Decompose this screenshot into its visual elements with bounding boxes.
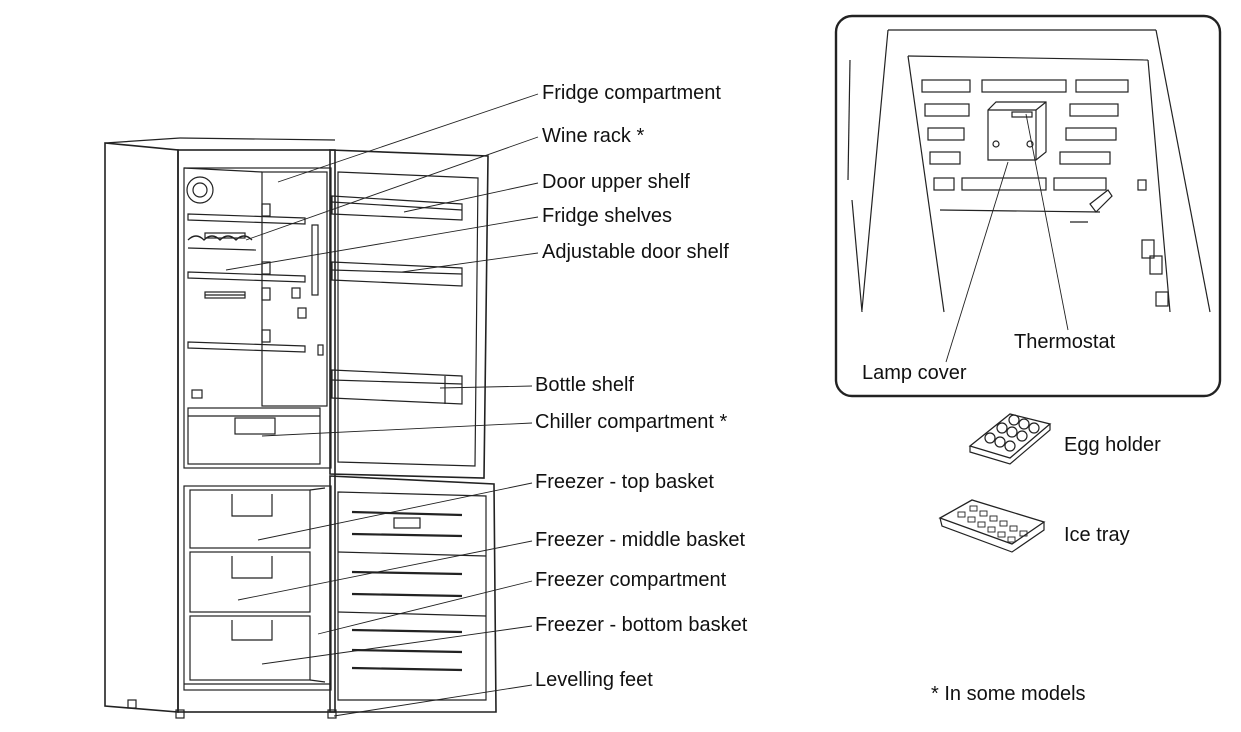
ice-tray-drawing (938, 499, 1046, 553)
footnote: * In some models (931, 683, 1086, 705)
label-fridge-compartment: Fridge compartment (542, 82, 721, 104)
label-freezer-compartment: Freezer compartment (535, 569, 727, 591)
fridge-door (329, 149, 489, 479)
label-door-upper-shelf: Door upper shelf (542, 171, 690, 193)
label-wine-rack: Wine rack * (542, 125, 645, 147)
fridge-cabinet (104, 137, 337, 719)
freezer-door (329, 475, 497, 713)
label-egg-holder: Egg holder (1064, 434, 1161, 456)
label-thermostat: Thermostat (1014, 331, 1116, 353)
label-fridge-shelves: Fridge shelves (542, 205, 673, 227)
label-freezer-middle-basket: Freezer - middle basket (535, 529, 746, 551)
leader-lines (225, 93, 539, 717)
label-levelling-feet: Levelling feet (535, 669, 653, 691)
inset-interior-view (834, 14, 1222, 398)
egg-holder-drawing (968, 413, 1052, 465)
label-lamp-cover: Lamp cover (862, 362, 967, 384)
label-chiller-compartment: Chiller compartment * (535, 411, 728, 433)
label-freezer-bottom-basket: Freezer - bottom basket (535, 614, 748, 636)
label-bottle-shelf: Bottle shelf (535, 374, 634, 396)
label-adjustable-door-shelf: Adjustable door shelf (542, 241, 729, 263)
label-freezer-top-basket: Freezer - top basket (535, 471, 714, 493)
label-ice-tray: Ice tray (1064, 524, 1130, 546)
